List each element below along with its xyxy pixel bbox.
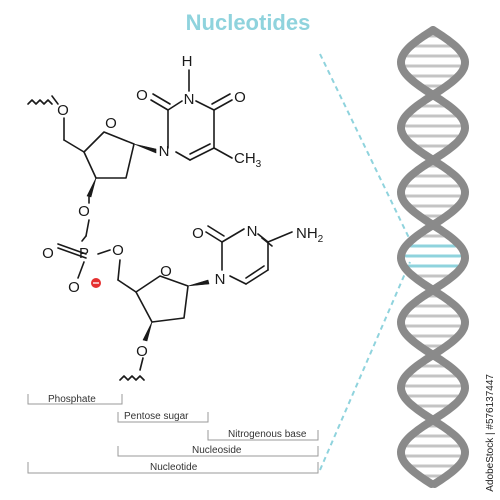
atom-n: N xyxy=(215,271,226,288)
bond xyxy=(150,99,169,111)
atom-n: N xyxy=(159,143,170,160)
bond xyxy=(81,235,87,242)
wedge-bond xyxy=(86,177,97,198)
watermark-text: AdobeStock | #576137447 xyxy=(485,374,496,492)
nh2-main: NH xyxy=(296,225,318,242)
atom-o: O xyxy=(192,225,204,242)
component-brackets xyxy=(27,394,319,474)
bond xyxy=(189,143,211,155)
bond xyxy=(211,93,231,105)
bond xyxy=(195,100,215,111)
bond xyxy=(207,225,225,237)
ch3-sub: 3 xyxy=(256,159,262,170)
bond xyxy=(97,249,111,255)
bond xyxy=(267,231,293,243)
atom-o: O xyxy=(234,89,246,106)
bond xyxy=(51,95,59,105)
helix-strand-a xyxy=(396,26,470,488)
label-nitrogenous-base: Nitrogenous base xyxy=(228,429,307,440)
atom-nh2: NH2 xyxy=(296,225,324,245)
bond xyxy=(213,147,233,159)
atom-o: O xyxy=(57,102,69,119)
atom-h: H xyxy=(182,53,193,70)
ch3-main: CH xyxy=(234,150,256,167)
label-pentose-sugar: Pentose sugar xyxy=(124,411,189,422)
atom-o: O xyxy=(112,242,124,259)
dna-helix xyxy=(396,26,470,488)
bond xyxy=(213,99,233,111)
atom-p: P xyxy=(79,245,89,262)
bracket-nucleoside xyxy=(117,446,319,457)
label-nucleotide: Nucleotide xyxy=(150,462,198,473)
bond xyxy=(85,219,90,237)
bond xyxy=(117,279,137,293)
bond xyxy=(57,247,87,259)
bond xyxy=(83,151,97,179)
sugar-ring-2 xyxy=(135,275,189,323)
bond xyxy=(117,259,121,281)
sugar-ring-1 xyxy=(83,131,135,179)
helix-strand-b xyxy=(396,26,470,488)
bond xyxy=(221,228,245,243)
atom-o: O xyxy=(105,115,117,132)
wedge-bond xyxy=(133,143,157,154)
atom-o: O xyxy=(136,87,148,104)
pointer-line-bottom xyxy=(319,261,411,471)
bracket-nitrogenous-base xyxy=(207,430,319,441)
atom-ch3: CH3 xyxy=(234,150,262,170)
thymine-nucleotide xyxy=(27,69,233,279)
bond xyxy=(245,265,265,279)
bond xyxy=(229,275,247,285)
bracket-nucleotide xyxy=(27,462,319,474)
cytosine-nucleotide xyxy=(117,225,293,381)
chain-break-top xyxy=(27,99,53,105)
nh2-sub: 2 xyxy=(318,234,324,245)
bond xyxy=(152,93,171,105)
bond xyxy=(175,151,191,161)
bond xyxy=(245,269,269,285)
label-phosphate: Phosphate xyxy=(48,394,96,405)
bracket-pentose-sugar xyxy=(117,412,209,423)
bracket-phosphate xyxy=(27,394,123,405)
pointer-line-top xyxy=(319,53,411,241)
bond xyxy=(63,139,85,153)
bond xyxy=(139,357,144,371)
atom-n: N xyxy=(247,223,258,240)
bond xyxy=(205,231,223,243)
atom-o: O xyxy=(42,245,54,262)
atom-n: N xyxy=(184,91,195,108)
chain-break-bottom xyxy=(119,375,145,381)
bond xyxy=(167,100,183,111)
bond xyxy=(261,237,273,247)
bond xyxy=(135,291,153,323)
wedge-bond xyxy=(187,279,210,287)
bond xyxy=(189,147,215,161)
diagram-title: Nucleotides xyxy=(186,10,311,35)
label-nucleoside: Nucleoside xyxy=(192,445,242,456)
atom-o: O xyxy=(78,203,90,220)
base-pair-rungs xyxy=(404,34,462,478)
atom-o: O xyxy=(160,263,172,280)
bond xyxy=(77,261,85,279)
atom-o: O xyxy=(136,343,148,360)
bond xyxy=(57,243,87,255)
atom-o: O xyxy=(68,279,80,296)
wedge-bond xyxy=(142,321,153,342)
